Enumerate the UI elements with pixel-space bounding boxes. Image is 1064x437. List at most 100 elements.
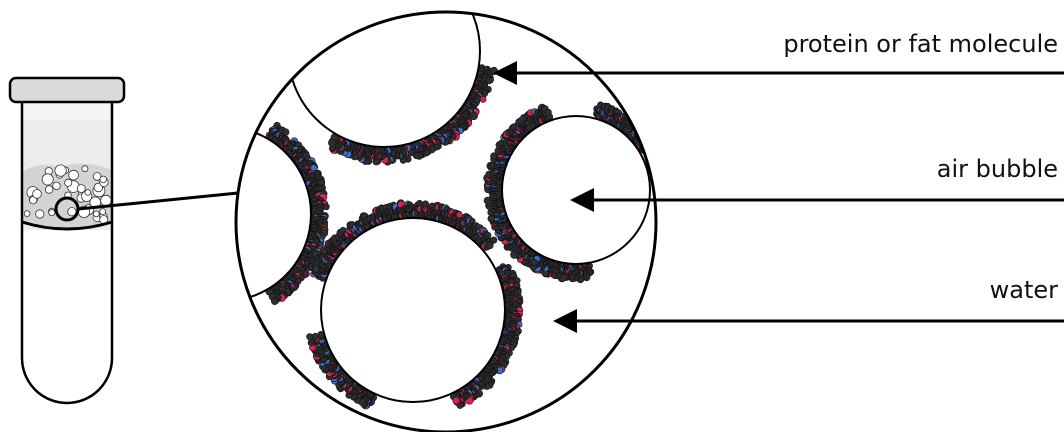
- label-air-bubble: air bubble: [937, 155, 1058, 183]
- molecule-atom: [217, 115, 224, 122]
- air-bubble-left: [236, 126, 312, 302]
- molecule-atom: [224, 115, 232, 123]
- molecule-atom: [218, 114, 225, 121]
- molecule-atom: [223, 115, 229, 121]
- molecule-atom: [208, 117, 214, 123]
- molecule-atom: [644, 142, 653, 151]
- foam-bubble: [99, 175, 107, 184]
- molecule-atom: [214, 115, 221, 122]
- molecule-atom: [217, 115, 223, 121]
- molecule-atom: [222, 120, 229, 127]
- molecule-atom: [240, 116, 249, 125]
- molecule-atom: [228, 115, 235, 122]
- molecule-atom: [645, 143, 653, 152]
- molecule-atom: [215, 120, 222, 127]
- molecule-atom: [642, 131, 650, 139]
- molecule-atom: [645, 138, 654, 147]
- molecule-atom: [241, 121, 250, 130]
- bubble-layer: [204, 12, 656, 410]
- molecule-atom: [213, 115, 220, 122]
- foam-bubble: [76, 184, 86, 194]
- molecule-atom: [452, 396, 461, 405]
- molecule-atom: [246, 112, 254, 120]
- molecule-atom: [241, 116, 249, 124]
- molecule-atom: [236, 120, 243, 129]
- foam-bubble: [52, 181, 61, 191]
- molecule-atom: [639, 128, 648, 137]
- molecule-atom: [638, 126, 646, 134]
- molecule-atom: [236, 114, 243, 122]
- molecule-atom: [241, 121, 250, 130]
- foam-bubble: [92, 172, 102, 181]
- molecule-atom: [479, 95, 487, 103]
- molecule-atom: [214, 120, 221, 127]
- molecule-atom: [644, 134, 652, 141]
- molecule-atom: [236, 114, 239, 123]
- molecule-atom: [236, 119, 238, 128]
- foam-bubble: [64, 178, 73, 187]
- magnified-view: [204, 10, 658, 434]
- molecule-atom: [242, 116, 251, 125]
- molecule-atom: [236, 119, 238, 127]
- molecule-atom: [209, 115, 216, 122]
- molecule-atom: [485, 241, 494, 250]
- foam-bubble: [54, 164, 67, 177]
- label-water: water: [990, 276, 1059, 304]
- air-bubble-right: [501, 115, 651, 265]
- tube-rim: [8, 76, 126, 104]
- foam-bubble: [99, 208, 107, 216]
- molecule-atom: [213, 122, 219, 128]
- foam-bubble: [32, 189, 42, 199]
- test-tube: [8, 76, 126, 405]
- foam-bubble: [44, 185, 54, 194]
- molecule-atom: [646, 139, 655, 148]
- molecule-atom: [271, 297, 279, 305]
- molecule-atom: [224, 113, 231, 120]
- molecule-atom: [237, 111, 246, 119]
- molecule-atom: [220, 118, 227, 125]
- molecule-atom: [236, 120, 242, 128]
- foam-bubble: [48, 209, 56, 217]
- molecule-atom: [238, 116, 246, 125]
- tube-liquid-line: [21, 220, 113, 231]
- tube-outline: [20, 100, 114, 405]
- tube-foam-bubbles: [23, 164, 112, 225]
- molecule-atom: [240, 111, 248, 119]
- molecule-atom: [222, 120, 229, 127]
- foam-bubble: [68, 169, 79, 181]
- foam-bubble: [41, 173, 54, 186]
- molecule-atom: [236, 111, 242, 120]
- molecule-atom: [210, 121, 217, 128]
- molecule-atom: [225, 120, 232, 127]
- molecule-atom: [209, 120, 216, 127]
- foam-bubble: [67, 207, 77, 217]
- foam-bubble: [81, 165, 89, 173]
- molecule-atom: [206, 115, 213, 122]
- molecule-atom: [220, 109, 226, 115]
- molecule-atom: [211, 120, 218, 127]
- molecule-atom: [647, 140, 656, 149]
- molecule-atom: [227, 114, 234, 121]
- molecule-atom: [211, 114, 218, 121]
- molecule-atom: [225, 109, 231, 115]
- molecule-atom: [219, 119, 226, 126]
- molecule-atom: [204, 122, 211, 129]
- molecule-atom: [207, 121, 214, 128]
- molecule-atom: [221, 114, 227, 120]
- molecule-atom: [245, 112, 253, 120]
- molecule-atom: [212, 120, 220, 128]
- molecule-atom: [638, 129, 646, 137]
- foam-bubble: [35, 209, 45, 219]
- molecule-atom: [639, 127, 646, 135]
- molecule-atom: [328, 138, 337, 147]
- molecule-atom: [241, 112, 250, 121]
- molecule-atom: [236, 108, 237, 117]
- molecule-atom: [645, 137, 653, 145]
- molecule-atom: [236, 110, 238, 118]
- molecule-atom: [223, 109, 229, 115]
- molecule-atom: [236, 114, 238, 123]
- air-bubble-bottom: [320, 217, 506, 403]
- zoom-connector-line: [77, 191, 239, 211]
